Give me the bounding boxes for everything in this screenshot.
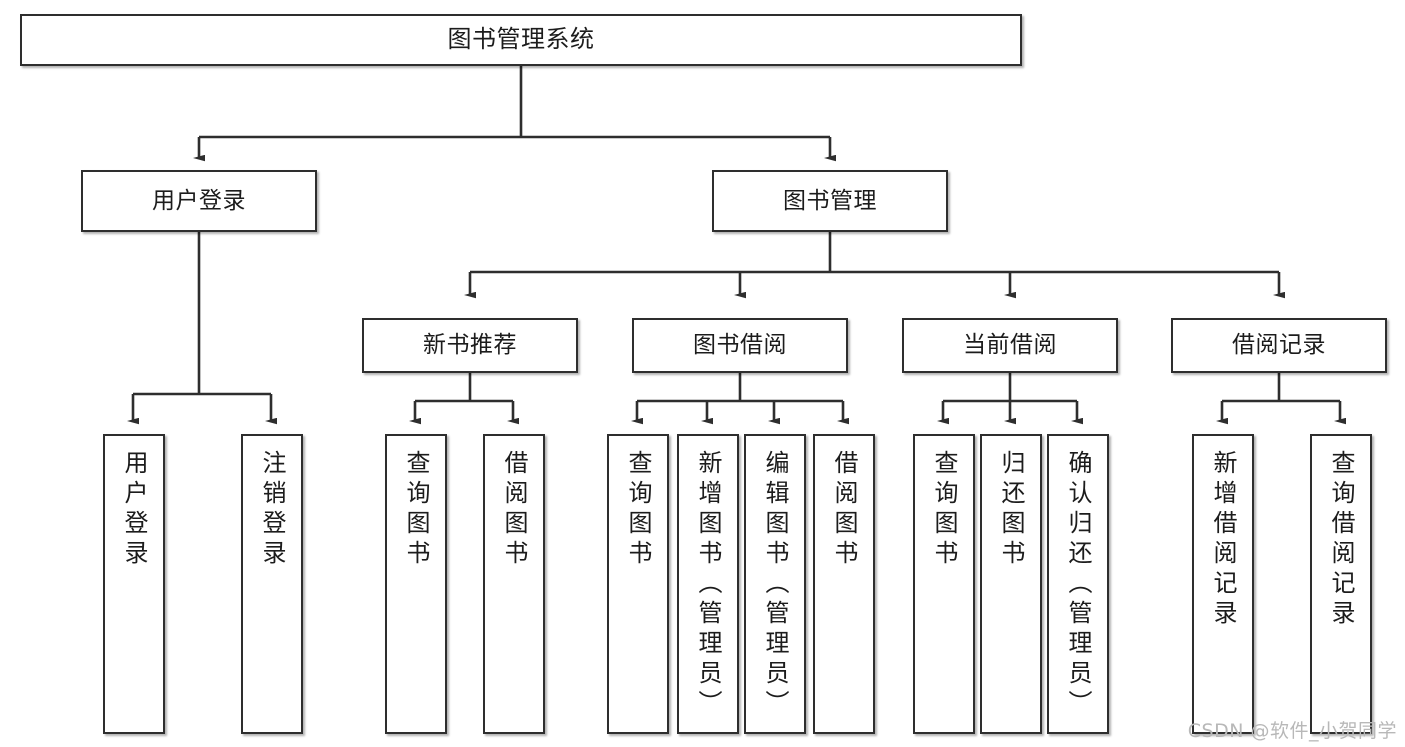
node-current-borrow[interactable]: 当前借阅	[902, 318, 1118, 373]
node-label: 借阅图书	[500, 450, 528, 570]
node-label: 借阅记录	[1232, 332, 1326, 359]
node-label: 查询图书	[930, 450, 958, 570]
node-label: 新增借阅记录	[1209, 450, 1237, 630]
node-book-management[interactable]: 图书管理	[712, 170, 948, 232]
node-root-system[interactable]: 图书管理系统	[20, 14, 1022, 66]
leaf-logout[interactable]: 注销登录	[241, 434, 303, 734]
node-label: 确认归还（管理员）	[1064, 450, 1092, 720]
leaf-query-book-current[interactable]: 查询图书	[913, 434, 975, 734]
node-label: 用户登录	[152, 187, 246, 214]
node-label: 编辑图书（管理员）	[761, 450, 789, 720]
leaf-return-book[interactable]: 归还图书	[980, 434, 1042, 734]
leaf-add-book-admin[interactable]: 新增图书（管理员）	[677, 434, 739, 734]
leaf-add-borrow-record[interactable]: 新增借阅记录	[1192, 434, 1254, 734]
leaf-query-borrow-record[interactable]: 查询借阅记录	[1310, 434, 1372, 734]
leaf-confirm-return-admin[interactable]: 确认归还（管理员）	[1047, 434, 1109, 734]
node-label: 图书借阅	[693, 332, 787, 359]
node-label: 图书管理	[783, 187, 877, 214]
node-label: 查询图书	[402, 450, 430, 570]
node-label: 查询借阅记录	[1327, 450, 1355, 630]
node-user-login[interactable]: 用户登录	[81, 170, 317, 232]
node-label: 查询图书	[624, 450, 652, 570]
node-borrow-records[interactable]: 借阅记录	[1171, 318, 1387, 373]
leaf-borrow-book[interactable]: 借阅图书	[813, 434, 875, 734]
leaf-query-book-recommend[interactable]: 查询图书	[385, 434, 447, 734]
node-label: 注销登录	[258, 450, 286, 570]
node-new-book-recommend[interactable]: 新书推荐	[362, 318, 578, 373]
leaf-query-book-borrow[interactable]: 查询图书	[607, 434, 669, 734]
node-label: 用户登录	[120, 450, 148, 570]
node-label: 新增图书（管理员）	[694, 450, 722, 720]
node-label: 借阅图书	[830, 450, 858, 570]
csdn-watermark: CSDN @软件_小贺同学	[1187, 720, 1397, 742]
node-label: 归还图书	[997, 450, 1025, 570]
node-book-borrow[interactable]: 图书借阅	[632, 318, 848, 373]
leaf-user-login[interactable]: 用户登录	[103, 434, 165, 734]
node-label: 新书推荐	[423, 332, 517, 359]
node-label: 当前借阅	[963, 332, 1057, 359]
leaf-borrow-book-recommend[interactable]: 借阅图书	[483, 434, 545, 734]
leaf-edit-book-admin[interactable]: 编辑图书（管理员）	[744, 434, 806, 734]
node-label: 图书管理系统	[447, 25, 595, 54]
